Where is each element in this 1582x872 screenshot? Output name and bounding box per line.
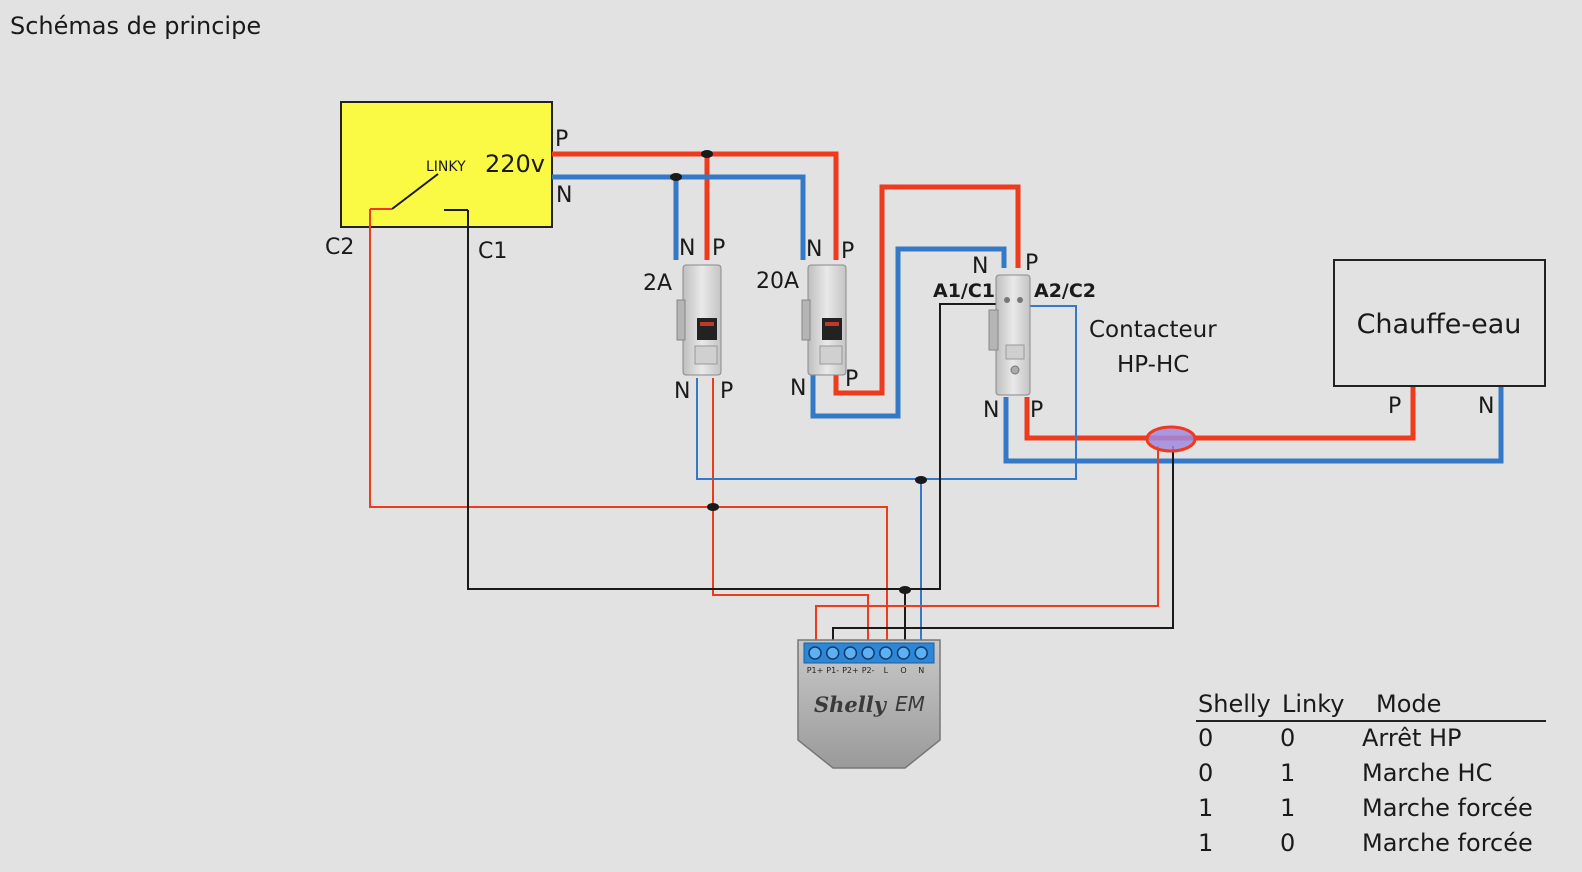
linky-switch: [391, 173, 439, 210]
truth-table-cell: Marche forcée: [1362, 794, 1533, 822]
shelly-terminal-screw: [861, 646, 875, 660]
truth-table-cell: 0: [1198, 759, 1214, 787]
shelly-terminal-label: O: [900, 666, 906, 675]
linky-phase-label: P: [555, 127, 568, 152]
breaker-20a-out-p: P: [845, 367, 858, 392]
water-heater: [1333, 259, 1546, 387]
truth-table-header-shelly: Shelly: [1198, 690, 1271, 718]
truth-table-row: 1 0 Marche forcée: [1196, 827, 1546, 862]
truth-table-cell: Marche HC: [1362, 759, 1493, 787]
contactor-title-line2: HP-HC: [1117, 352, 1189, 378]
ct-red-wire: [815, 446, 1159, 641]
junction-dot: [915, 476, 927, 484]
shelly-terminal-label: P2+: [842, 666, 859, 675]
water-heater-n: N: [1478, 394, 1494, 419]
linky-voltage: 220v: [485, 150, 545, 178]
breaker-2a-out-n: N: [674, 379, 690, 404]
water-heater-label: Chauffe-eau: [1357, 309, 1522, 340]
linky-c1-label: C1: [478, 239, 507, 264]
truth-table-header-linky: Linky: [1282, 690, 1345, 718]
shelly-terminal-screw: [914, 646, 928, 660]
phase-main-wire: [552, 151, 839, 260]
neutral-20a-to-contactor: [810, 246, 1007, 419]
truth-table-cell: 0: [1280, 829, 1296, 857]
breaker-2a-in-n: N: [679, 236, 695, 261]
truth-table-cell: 1: [1280, 759, 1296, 787]
page-title: Schémas de principe: [10, 12, 262, 40]
current-clamp: [1145, 425, 1197, 453]
contactor-in-n: N: [972, 254, 988, 279]
breaker-20a-in-n: N: [806, 237, 822, 262]
shelly-brand: Shelly: [814, 692, 888, 717]
linky-meter: [340, 101, 553, 228]
truth-table-cell: Arrêt HP: [1362, 724, 1462, 752]
contactor-a2-label: A2/C2: [1034, 280, 1096, 302]
truth-table-cell: 0: [1280, 724, 1296, 752]
contactor-out-n: N: [983, 398, 999, 423]
contactor-hp-hc: [988, 274, 1031, 396]
breaker-20a-out-n: N: [790, 376, 806, 401]
phase-20a-to-contactor: [833, 184, 1021, 396]
linky-name: LINKY: [426, 159, 466, 175]
truth-table-cell: 0: [1198, 724, 1214, 752]
c2-red-wire: [369, 209, 888, 641]
truth-table-row: 0 1 Marche HC: [1196, 757, 1546, 792]
shelly-terminal-label: L: [884, 666, 889, 675]
shelly-terminals: P1+P1-P2+P2- L O N: [807, 646, 928, 675]
truth-table-cell: 1: [1198, 794, 1214, 822]
breaker-20a-in-p: P: [841, 239, 854, 264]
truth-table-header-mode: Mode: [1376, 690, 1442, 718]
truth-table-cell: 1: [1198, 829, 1214, 857]
c1-black-wire: [467, 210, 906, 641]
shelly-terminal-screw: [879, 646, 893, 660]
shelly-terminal-screw: [808, 646, 822, 660]
junction-dot: [707, 503, 719, 511]
linky-neutral-label: N: [556, 183, 572, 208]
shelly-terminal-screw: [825, 646, 840, 660]
breaker-20a: [801, 264, 847, 376]
shelly-terminal-screw: [896, 646, 911, 660]
truth-table-cell: Marche forcée: [1362, 829, 1533, 857]
ct-black-wire: [832, 446, 1174, 646]
shelly-terminal-label: N: [918, 666, 924, 675]
shelly-model: EM: [895, 692, 925, 716]
truth-table-header: Shelly Linky Mode: [1196, 688, 1546, 722]
shelly-terminal-label: P1-: [826, 666, 839, 675]
breaker-2a-out-p: P: [720, 379, 733, 404]
breaker-2a: [676, 264, 722, 376]
shelly-terminal-screw: [843, 646, 858, 660]
truth-table-row: 1 1 Marche forcée: [1196, 792, 1546, 827]
breaker-2a-in-p: P: [712, 236, 725, 261]
water-heater-p: P: [1388, 394, 1401, 419]
shelly-terminal-label: P1+: [807, 666, 824, 675]
contactor-in-p: P: [1025, 251, 1038, 276]
breaker-20a-rating: 20A: [756, 269, 799, 294]
junction-dot: [701, 150, 713, 158]
a1-black-wire: [905, 303, 996, 590]
contactor-a1-label: A1/C1: [933, 280, 995, 302]
breaker-2a-rating: 2A: [643, 271, 672, 296]
contactor-title-line1: Contacteur: [1089, 317, 1217, 343]
truth-table: Shelly Linky Mode 0 0 Arrêt HP 0 1 March…: [1196, 688, 1546, 862]
linky-c2-label: C2: [325, 235, 354, 260]
phase-2a-out-wire: [712, 378, 869, 641]
neutral-contactor-to-heater: [1003, 386, 1504, 464]
neutral-2a-out-wire: [696, 305, 1077, 480]
truth-table-cell: 1: [1280, 794, 1296, 822]
phase-contactor-to-heater: [1024, 386, 1416, 441]
truth-table-row: 0 0 Arrêt HP: [1196, 722, 1546, 757]
neutral-main-wire: [552, 174, 806, 260]
contactor-out-p: P: [1030, 398, 1043, 423]
junction-dot: [670, 173, 682, 181]
junction-dot: [899, 586, 911, 594]
shelly-terminal-label: P2-: [862, 666, 875, 675]
